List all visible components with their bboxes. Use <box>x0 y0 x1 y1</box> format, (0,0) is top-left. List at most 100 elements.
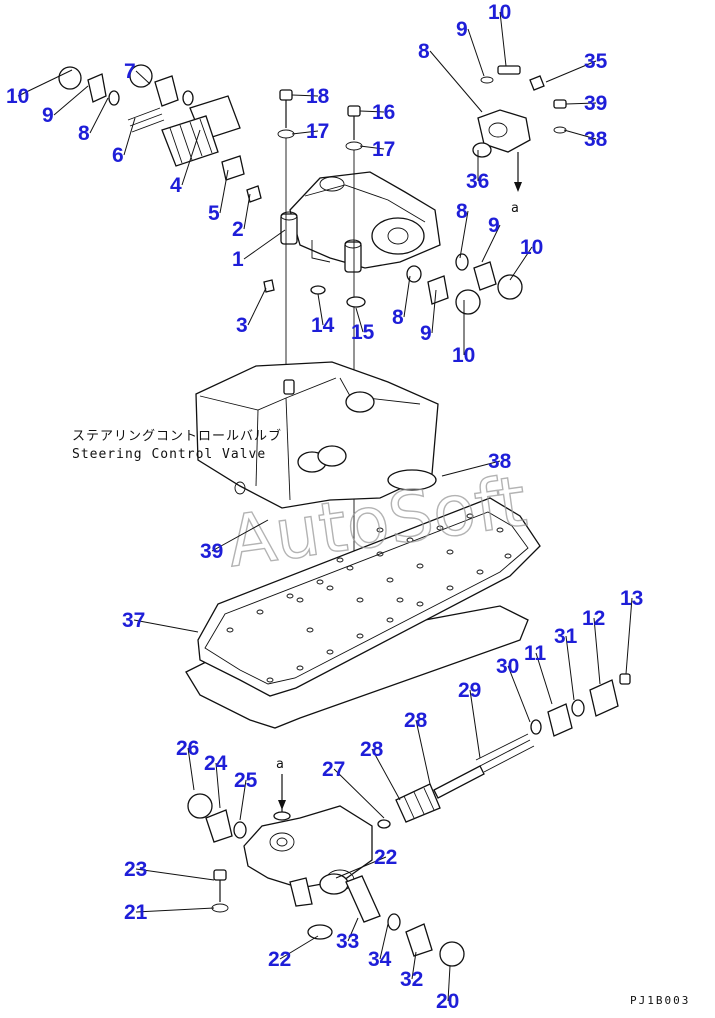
caption-english: Steering Control Valve <box>72 447 266 462</box>
plate-hole <box>226 627 234 633</box>
leader-line <box>593 617 601 685</box>
arrow-label-a-lower: a <box>276 757 285 772</box>
leader-line <box>247 287 267 326</box>
callout-number: 8 <box>418 40 430 63</box>
leader-lines <box>17 11 633 1002</box>
callout-number: 27 <box>322 758 345 781</box>
plate-hole <box>356 633 364 639</box>
callout-number: 14 <box>311 314 335 337</box>
leader-line <box>545 60 597 83</box>
callout-number: 21 <box>124 901 148 924</box>
plate-hole <box>296 665 304 671</box>
callout-number: 7 <box>124 60 136 83</box>
callout-number: 3 <box>236 314 248 337</box>
leader-line <box>403 275 411 318</box>
callout-number: 36 <box>466 170 489 193</box>
leader-line <box>279 935 319 960</box>
callout-number: 18 <box>306 85 330 108</box>
callout-number: 37 <box>122 609 145 632</box>
plate-hole <box>406 537 414 543</box>
leader-line <box>467 28 485 77</box>
callout-number: 25 <box>234 769 258 792</box>
plate-hole <box>376 527 384 533</box>
callout-number: 13 <box>620 587 643 610</box>
upper-valve-body <box>280 171 441 273</box>
callout-number: 38 <box>488 450 512 473</box>
callout-number: 39 <box>584 92 607 115</box>
callout-number: 16 <box>372 101 395 124</box>
leader-line <box>243 193 251 230</box>
callout-number: 26 <box>176 737 199 760</box>
callout-number: 22 <box>374 846 397 869</box>
leader-line <box>509 246 533 281</box>
callout-number: 9 <box>456 18 468 41</box>
plate-hole <box>316 579 324 585</box>
relief-parts <box>377 673 631 829</box>
leader-line <box>181 129 201 186</box>
plate-hole <box>386 577 394 583</box>
callout-number: 35 <box>584 50 608 73</box>
leader-line <box>355 307 364 333</box>
leader-line <box>53 85 89 116</box>
leader-line <box>135 907 215 913</box>
leader-line <box>17 69 73 97</box>
callout-number: 30 <box>496 655 519 678</box>
leader-line <box>441 460 501 477</box>
leader-line <box>415 719 431 785</box>
callout-number: 9 <box>488 214 500 237</box>
callout-number: 32 <box>400 968 423 991</box>
leader-line <box>333 768 385 819</box>
callout-number: 15 <box>351 321 375 344</box>
steering-control-valve-body <box>195 361 439 509</box>
callout-number: 10 <box>488 1 511 24</box>
leader-line <box>335 856 387 879</box>
leader-line <box>481 224 501 263</box>
leader-line <box>215 762 221 809</box>
plate-hole <box>446 549 454 555</box>
callout-number: 24 <box>204 752 228 775</box>
plate-hole <box>286 593 294 599</box>
plate-hole <box>496 527 504 533</box>
plate-hole <box>296 597 304 603</box>
callout-number: 8 <box>456 200 468 223</box>
callout-number: 28 <box>360 738 384 761</box>
callout-number: 5 <box>208 202 220 225</box>
arrow-label-a-upper: a <box>511 201 520 216</box>
callout-number: 17 <box>372 138 395 161</box>
plate-hole <box>386 617 394 623</box>
leader-line <box>625 597 633 675</box>
callout-number: 8 <box>392 306 404 329</box>
drawing-code: PJ1B003 <box>630 994 690 1007</box>
callout-number: 22 <box>268 948 291 971</box>
callout-number: 31 <box>554 625 578 648</box>
callout-number: 17 <box>306 120 329 143</box>
plate-hole <box>416 601 424 607</box>
leader-line <box>535 652 553 705</box>
leader-line <box>565 102 597 105</box>
leader-line <box>211 519 269 552</box>
callout-number: 10 <box>520 236 543 259</box>
leader-line <box>507 665 531 723</box>
leader-line <box>411 951 417 980</box>
callout-number: 12 <box>582 607 605 630</box>
plate-hole <box>306 627 314 633</box>
leader-line <box>123 117 136 156</box>
plate-hole <box>504 553 512 559</box>
leader-line <box>89 97 109 134</box>
callout-number: 10 <box>6 85 29 108</box>
callout-number: 39 <box>200 540 223 563</box>
leader-line <box>371 748 401 801</box>
leader-line <box>429 50 483 113</box>
plate-hole <box>476 569 484 575</box>
callout-number: 34 <box>368 948 392 971</box>
callout-number: 9 <box>420 322 432 345</box>
plate-hole <box>336 557 344 563</box>
upper-left-parts <box>58 64 275 293</box>
plate-holes <box>226 513 512 683</box>
leader-line <box>291 94 319 97</box>
leader-line <box>447 965 451 1002</box>
leader-line <box>565 635 575 701</box>
